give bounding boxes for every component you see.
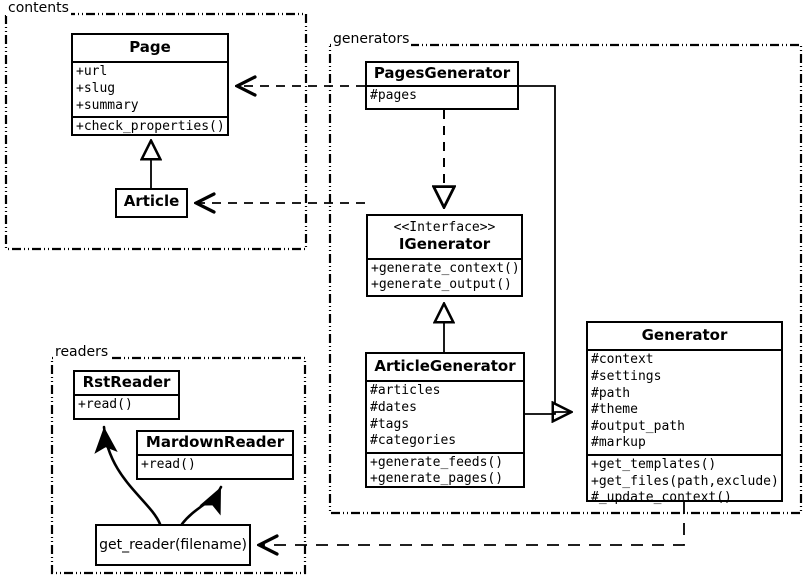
class-title-mardown-reader: MardownReader: [145, 433, 285, 451]
class-title-generator: Generator: [641, 326, 728, 344]
method-row: +generate_feeds(): [370, 454, 504, 470]
class-title-rst-reader: RstReader: [82, 373, 171, 391]
class-methods-page: +check_properties(): [73, 116, 227, 138]
class-box-article[interactable]: Article: [115, 188, 188, 218]
class-box-pages-generator[interactable]: PagesGenerator #pages: [365, 61, 519, 110]
edge-get-reader-returns-mardownreader: [180, 485, 223, 526]
class-box-article-generator[interactable]: ArticleGenerator #articles #dates #tags …: [365, 352, 525, 488]
attribute-row: #pages: [370, 88, 417, 104]
attribute-row: #dates: [370, 399, 417, 415]
attribute-row: #path: [591, 385, 631, 401]
method-row: #_update_context(): [591, 490, 732, 506]
class-box-rst-reader[interactable]: RstReader +read(): [73, 370, 180, 420]
method-row: +get_templates(): [591, 457, 717, 472]
attribute-row: #articles: [370, 383, 441, 399]
method-row: +generate_pages(): [370, 471, 504, 487]
class-box-mardown-reader[interactable]: MardownReader +read(): [136, 430, 294, 480]
class-title-article: Article: [123, 192, 180, 210]
attribute-row: #tags: [370, 416, 410, 432]
method-row: +generate_output(): [371, 277, 512, 293]
class-box-page[interactable]: Page +url +slug +summary +check_properti…: [71, 33, 229, 136]
method-row: +read(): [141, 457, 196, 473]
package-label-contents: contents: [6, 0, 71, 16]
class-methods-rst-reader: +read(): [75, 394, 178, 416]
class-methods-mardown-reader: +read(): [138, 454, 292, 476]
class-attributes-pages-generator: #pages: [367, 85, 517, 107]
class-methods-generator: +get_templates() +get_files(path,exclude…: [588, 454, 781, 509]
attribute-row: +slug: [76, 80, 116, 96]
class-title-page: Page: [129, 38, 171, 56]
attribute-row: #theme: [591, 402, 638, 418]
class-attributes-article-generator: #articles #dates #tags #categories: [367, 380, 523, 452]
class-title-article-generator: ArticleGenerator: [374, 357, 516, 375]
attribute-row: #categories: [370, 433, 457, 449]
function-box-get-reader[interactable]: get_reader(filename): [95, 524, 251, 566]
package-label-generators: generators: [331, 31, 412, 47]
attribute-row: +url: [76, 64, 108, 80]
class-name-igenerator: IGenerator: [398, 234, 491, 253]
attribute-row: #output_path: [591, 418, 685, 434]
method-row: +check_properties(): [76, 119, 225, 135]
function-label-get-reader: get_reader(filename): [99, 537, 247, 553]
package-label-readers: readers: [53, 344, 111, 360]
class-attributes-generator: #context #settings #path #theme #output_…: [588, 349, 781, 454]
class-methods-article-generator: +generate_feeds() +generate_pages(): [367, 451, 523, 490]
attribute-row: +summary: [76, 97, 139, 113]
class-box-generator[interactable]: Generator #context #settings #path #them…: [586, 321, 783, 505]
class-title-igenerator: <<Interface>> IGenerator: [368, 216, 521, 258]
class-title-pages-generator: PagesGenerator: [373, 64, 511, 82]
class-box-igenerator[interactable]: <<Interface>> IGenerator +generate_conte…: [366, 214, 523, 297]
class-attributes-page: +url +slug +summary: [73, 61, 227, 116]
method-row: +generate_context(): [371, 260, 520, 276]
edge-pagesgenerator-generalizes-generator: [519, 85, 572, 412]
class-methods-igenerator: +generate_context() +generate_output(): [368, 257, 521, 296]
attribute-row: #settings: [591, 368, 662, 384]
edge-articlegenerator-generalizes-generator: [525, 411, 572, 415]
method-row: +get_files(path,exclude): [591, 473, 779, 489]
method-row: +read(): [78, 397, 133, 413]
attribute-row: #markup: [591, 435, 646, 451]
attribute-row: #context: [591, 352, 654, 368]
class-stereotype-igenerator: <<Interface>>: [393, 220, 496, 235]
